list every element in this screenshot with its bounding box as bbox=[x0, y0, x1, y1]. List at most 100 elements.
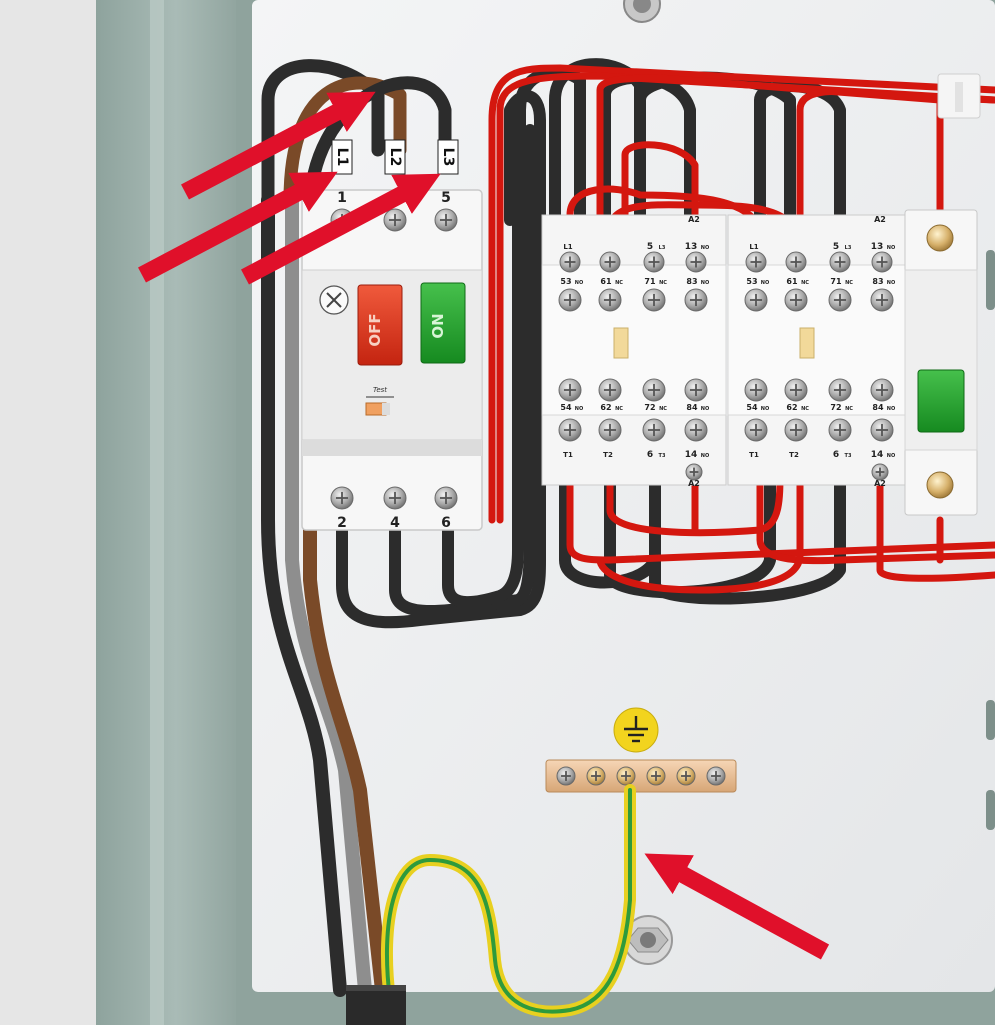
contactor-1-bottom-no: NO bbox=[701, 453, 709, 459]
breaker-top-terminal-3 bbox=[434, 208, 458, 232]
wire-t3-black bbox=[442, 134, 524, 609]
contactor-1-aux-top-num: 83 bbox=[686, 277, 697, 286]
contactor-2-aux-top-screw-1 bbox=[744, 288, 768, 312]
contactor-1-top-a2: A2 bbox=[688, 215, 700, 224]
breaker-bottom-terminal-number: 4 bbox=[390, 515, 400, 531]
contactor-2-aux-top-num: 53 bbox=[746, 277, 757, 286]
breaker-bottom-terminal-3 bbox=[434, 486, 458, 510]
rcd-toggle[interactable] bbox=[917, 369, 965, 433]
contactor-1-aux-top-num: 71 bbox=[644, 277, 656, 286]
cable-gland-rim bbox=[346, 985, 406, 991]
contactor-1-aux-bottom-sub: NC bbox=[659, 406, 667, 412]
contactor-2-aux-top-num: 71 bbox=[830, 277, 842, 286]
contactor-1-aux-top-screw-4 bbox=[684, 288, 708, 312]
contactor-1-power-bottom-screw-3 bbox=[642, 418, 666, 442]
contactor-1-aux-top-screw-3 bbox=[642, 288, 666, 312]
breaker-bottom-terminal-2 bbox=[383, 486, 407, 510]
rcd-module bbox=[904, 209, 978, 516]
contactor-1-aux-bottom-screw-1 bbox=[558, 378, 582, 402]
contactor-2-power-top-screw-4 bbox=[871, 251, 893, 273]
rcd-top-screw bbox=[926, 224, 954, 252]
earth-bar-screw-5 bbox=[676, 766, 696, 786]
contactor-1-indicator bbox=[613, 327, 629, 359]
top-bolt bbox=[623, 0, 661, 23]
contactor-1-bottom-t3: T3 bbox=[659, 453, 666, 459]
arrow-to-l1-terminal bbox=[138, 171, 338, 283]
contactor-2-aux-bottom-sub: NC bbox=[845, 406, 853, 412]
contactor-1-aux-top-sub: NO bbox=[575, 280, 583, 286]
ground-wire-green-stripe bbox=[384, 788, 632, 1014]
on-button[interactable]: ON bbox=[420, 282, 466, 364]
contactor-1-top-5: 5 bbox=[647, 242, 653, 252]
contactor-1-aux-bottom-sub: NC bbox=[615, 406, 623, 412]
breaker-top-terminal-number: 5 bbox=[441, 190, 451, 206]
wire-red-a1 bbox=[621, 141, 699, 274]
wire-l3-black bbox=[303, 76, 452, 227]
test-button[interactable]: Test bbox=[365, 386, 394, 416]
breaker-bottom-terminal-number: 6 bbox=[441, 515, 451, 531]
breaker-top-terminal-number: 1 bbox=[337, 190, 347, 206]
phase-tag-l2: L2 bbox=[384, 139, 406, 175]
contactor-2-power-top-screw-2 bbox=[785, 251, 807, 273]
earth-bar-screw-1 bbox=[556, 766, 576, 786]
enclosure-wall bbox=[96, 0, 256, 1025]
phase-tag-body bbox=[331, 139, 353, 175]
contactor-2-aux-top-sub: NC bbox=[845, 280, 853, 286]
contactor-1-aux-bottom-screw-4 bbox=[684, 378, 708, 402]
contactor-1-power-bottom-screw-2 bbox=[598, 418, 622, 442]
contactor-2-top-a2: A2 bbox=[874, 215, 886, 224]
contactor-2-top-l3: L3 bbox=[845, 245, 852, 251]
contactor-2-bottom-t2: T2 bbox=[789, 451, 799, 459]
cable-gland-body bbox=[346, 985, 406, 1025]
contactor-2-power-bottom-screw-1 bbox=[744, 418, 768, 442]
phase-tag-l3: L3 bbox=[437, 139, 459, 175]
contactor-2-aux-top-screw-3 bbox=[828, 288, 852, 312]
contactor-1-aux-bottom-screw-2 bbox=[598, 378, 622, 402]
contactor-2-power-bottom-screw-2 bbox=[784, 418, 808, 442]
phase-tag-l1: L1 bbox=[331, 139, 353, 175]
contactor-2-aux-top-screw-4 bbox=[870, 288, 894, 312]
rcd-bottom-screw bbox=[926, 471, 954, 499]
current-adjust-dial[interactable] bbox=[319, 285, 349, 315]
contactor-1-aux-top-num: 61 bbox=[600, 277, 612, 286]
arrow-to-l3-terminal bbox=[241, 173, 441, 285]
wire-red-bottom-run-1 bbox=[566, 416, 995, 564]
contactor-1-top-l3: L3 bbox=[659, 245, 666, 251]
contactor-1-top-13: 13 bbox=[685, 242, 698, 252]
contactor-2-aux-bottom-screw-1 bbox=[744, 378, 768, 402]
wire-red-bottom-3 bbox=[756, 416, 995, 565]
contactor-2-aux-bottom-screw-3 bbox=[828, 378, 852, 402]
contactor-1-power-top-screw-1 bbox=[559, 251, 581, 273]
arrow-to-ground-wire bbox=[644, 853, 830, 960]
phase-tag-text: L2 bbox=[387, 148, 403, 167]
contactor-1-power-bottom-screw-1 bbox=[558, 418, 582, 442]
off-button[interactable]: OFF bbox=[357, 284, 403, 366]
phase-tag-text: L1 bbox=[334, 148, 350, 167]
contactor-2-bottom-6: 6 bbox=[833, 450, 839, 460]
contactor-2-aux-top-sub: NC bbox=[801, 280, 809, 286]
contactor-2-aux-bottom-num: 84 bbox=[872, 403, 884, 412]
contactor-1-aux-top-num: 53 bbox=[560, 277, 571, 286]
wire-red-bottom-4 bbox=[596, 416, 804, 594]
contactor-2-aux-bottom-screw-4 bbox=[870, 378, 894, 402]
cable-brown-run bbox=[303, 213, 389, 997]
enclosure-edge bbox=[150, 0, 164, 1025]
contactor-2-power-bottom-screw-3 bbox=[828, 418, 852, 442]
contactor-2-top-13: 13 bbox=[871, 242, 884, 252]
contactor-2-aux-bottom-num: 62 bbox=[786, 403, 797, 412]
contactor-2-aux-bottom-sub: NC bbox=[801, 406, 809, 412]
test-label: Test bbox=[373, 386, 387, 394]
wire-red-a2 bbox=[796, 87, 995, 274]
contactor-1-aux-bottom-sub: NO bbox=[575, 406, 583, 412]
contactor-2-coil-a2-screw bbox=[871, 463, 889, 481]
earth-bar-screw-3 bbox=[616, 766, 636, 786]
cable-gland bbox=[346, 985, 406, 1025]
contactor-2-aux-bottom-sub: NO bbox=[761, 406, 769, 412]
contactor-2-aux-bottom-num: 72 bbox=[830, 403, 841, 412]
contactor-2-aux-top-num: 83 bbox=[872, 277, 883, 286]
contactor-2-aux-bottom-num: 54 bbox=[746, 403, 758, 412]
contactor-1-aux-bottom-num: 54 bbox=[560, 403, 572, 412]
